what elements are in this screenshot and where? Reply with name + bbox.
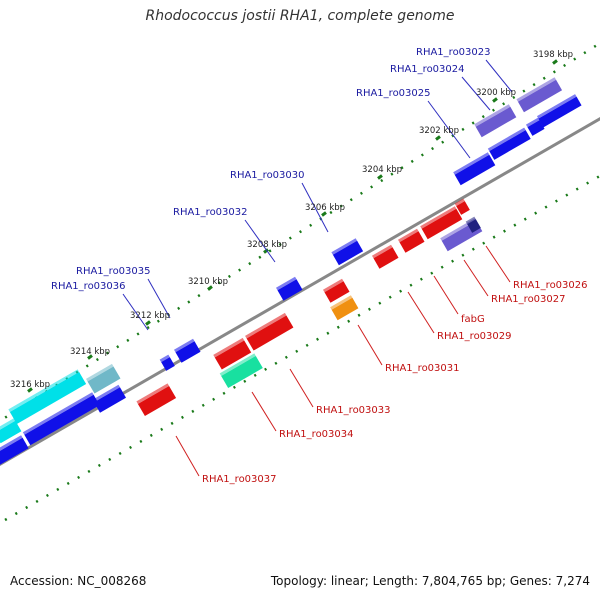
tick-mark [435, 135, 441, 141]
reverse-gene-label: RHA1_ro03033 [316, 405, 391, 416]
backbone-line [0, 117, 600, 466]
genome-summary-text: Topology: linear; Length: 7,804,765 bp; … [270, 574, 590, 588]
gene-ro03035 [173, 338, 201, 363]
tick-mark [27, 387, 33, 393]
gene-ro03031 [322, 278, 350, 303]
gene-cyan-grey [86, 363, 121, 394]
accession-text: Accession: NC_008268 [10, 574, 147, 588]
gene-ro03034 [219, 353, 263, 389]
tick-mark [492, 97, 498, 103]
reverse-gene-label: RHA1_ro03037 [202, 474, 277, 485]
gene-cyan [0, 418, 22, 444]
leader-line [461, 76, 491, 111]
gene-ro03025 [453, 152, 496, 186]
leader-line [251, 391, 277, 432]
gene-ro03037 [136, 383, 177, 417]
leader-line [433, 275, 459, 315]
leader-line [485, 245, 511, 283]
gene-cyan [8, 369, 87, 425]
reverse-gene-label: RHA1_ro03034 [279, 429, 354, 440]
leader-line [357, 324, 383, 366]
gene-ro03029 [397, 228, 425, 253]
tick-label: 3202 kbp [419, 126, 459, 136]
forward-gene-label: RHA1_ro03030 [230, 170, 305, 181]
gene-fabG [420, 206, 463, 240]
reverse-gene-label: RHA1_ro03026 [513, 280, 588, 291]
gene-ro03030 [331, 238, 364, 266]
tick-mark [321, 211, 327, 217]
gene-reverse [213, 337, 252, 370]
reverse-gene-label: RHA1_ro03027 [491, 294, 566, 305]
reverse-gene-label: fabG [461, 314, 485, 325]
forward-gene-label: RHA1_ro03035 [76, 266, 151, 277]
map-title: Rhodococcus jostii RHA1, complete genome [145, 8, 455, 24]
leader-line [485, 59, 513, 93]
tick-label: 3200 kbp [476, 88, 516, 98]
tick-mark [263, 248, 269, 254]
leader-line [122, 293, 149, 331]
gene-forward [525, 117, 545, 136]
gene-forward [92, 384, 126, 413]
tick-label: 3214 kbp [70, 347, 110, 357]
tick-mark [552, 59, 558, 65]
leader-line [427, 100, 471, 159]
leader-line [301, 182, 329, 233]
tick-mark [145, 320, 151, 326]
leader-line [175, 435, 200, 477]
gene-ro03036 [159, 354, 175, 371]
leader-line [463, 259, 489, 297]
reverse-dotted-track [4, 174, 600, 522]
gene-forward [0, 435, 29, 465]
tick-mark [207, 285, 213, 291]
tick-label: 3198 kbp [533, 50, 573, 60]
forward-gene-label: RHA1_ro03024 [390, 64, 465, 75]
tick-label: 3210 kbp [188, 277, 228, 287]
forward-gene-label: RHA1_ro03025 [356, 88, 431, 99]
gene-forward [487, 127, 531, 160]
gene-forward [22, 392, 100, 446]
gene-reverse [371, 244, 399, 269]
gene-ro03033 [245, 312, 294, 351]
forward-dotted-track [0, 41, 600, 423]
leader-line [407, 291, 435, 334]
gene-reverse [454, 198, 470, 215]
tick-label: 3212 kbp [130, 311, 170, 321]
tick-label: 3204 kbp [362, 165, 402, 175]
leader-line [289, 368, 314, 408]
leader-line [244, 219, 276, 263]
gene-ro03026 [465, 216, 481, 233]
forward-gene-label: RHA1_ro03032 [173, 207, 248, 218]
reverse-gene-label: RHA1_ro03029 [437, 331, 512, 342]
tick-mark [377, 174, 383, 180]
forward-gene-label: RHA1_ro03023 [416, 47, 491, 58]
gene-forward [536, 94, 582, 128]
gene-ro03031-orange [330, 295, 359, 321]
tick-mark [87, 354, 93, 360]
gene-ro03032 [275, 276, 303, 301]
tick-label: 3206 kbp [305, 203, 345, 213]
reverse-gene-label: RHA1_ro03031 [385, 363, 460, 374]
gene-ro03024 [474, 104, 517, 138]
leader-line [147, 278, 171, 319]
tick-label: 3216 kbp [10, 380, 50, 390]
tick-label: 3208 kbp [247, 240, 287, 250]
forward-gene-label: RHA1_ro03036 [51, 281, 126, 292]
gene-ro03023 [516, 77, 563, 113]
